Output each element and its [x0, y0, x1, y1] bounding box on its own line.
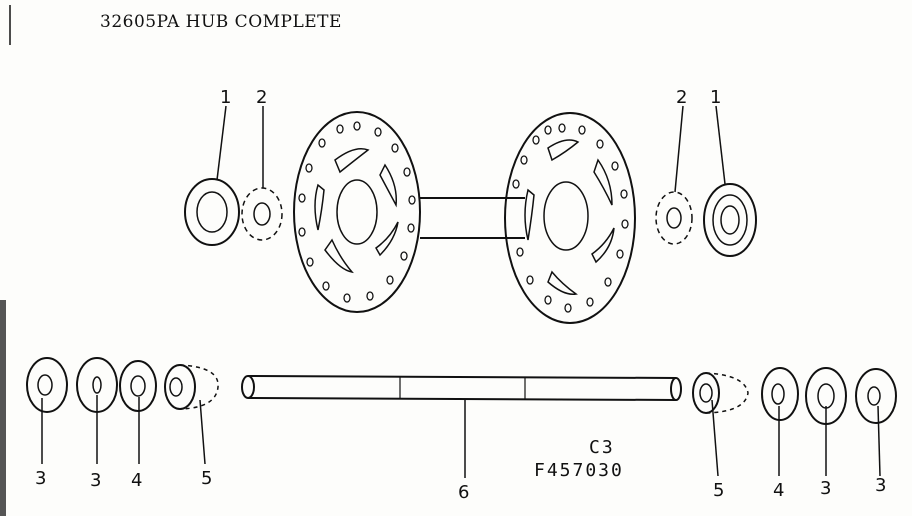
- callout-4-left: 4: [131, 470, 142, 491]
- callout-1-right: 1: [710, 87, 721, 108]
- spacer-4-right: [761, 367, 799, 421]
- bearing-cup-left: [184, 178, 240, 246]
- callout-3-a: 3: [35, 468, 46, 489]
- hub-disc-right-bolt-holes: [512, 123, 629, 313]
- axle-shaft: [241, 375, 682, 401]
- callout-6: 6: [458, 482, 469, 503]
- seal-5-left: [164, 364, 219, 410]
- callout-labels: 1 2 2 1 3 3 4 5 6 5 4 3 3: [35, 87, 886, 503]
- callout-2-right: 2: [676, 87, 687, 108]
- callout-3-c: 3: [820, 478, 831, 499]
- callout-4-right: 4: [773, 480, 784, 501]
- callout-3-d: 3: [875, 475, 886, 496]
- hub-disc-right: [504, 112, 636, 324]
- callout-3-b: 3: [90, 470, 101, 491]
- axle-tube: [420, 197, 525, 239]
- bottom-leader-lines: [41, 395, 881, 478]
- washer-3-a: [26, 357, 68, 413]
- bearing-retainer-left: [241, 187, 283, 241]
- washer-3-d: [855, 368, 897, 424]
- seal-5-right: [692, 372, 749, 414]
- bearing-cup-right: [703, 183, 757, 257]
- hub-disc-left-bolt-holes: [298, 121, 416, 303]
- page-title: 32605PA HUB COMPLETE: [100, 12, 342, 32]
- drawing-number: F457030: [534, 460, 624, 481]
- drawing-code: C3: [589, 437, 615, 458]
- callout-5-left: 5: [201, 468, 212, 489]
- callout-5-right: 5: [713, 480, 724, 501]
- scan-edge-mark: [0, 300, 6, 516]
- callout-2-left: 2: [256, 87, 267, 108]
- hub-disc-left: [293, 111, 421, 313]
- callout-1-left: 1: [220, 87, 231, 108]
- bearing-retainer-right: [655, 191, 693, 245]
- spacer-4-left: [119, 360, 157, 412]
- top-leader-lines: [216, 105, 726, 193]
